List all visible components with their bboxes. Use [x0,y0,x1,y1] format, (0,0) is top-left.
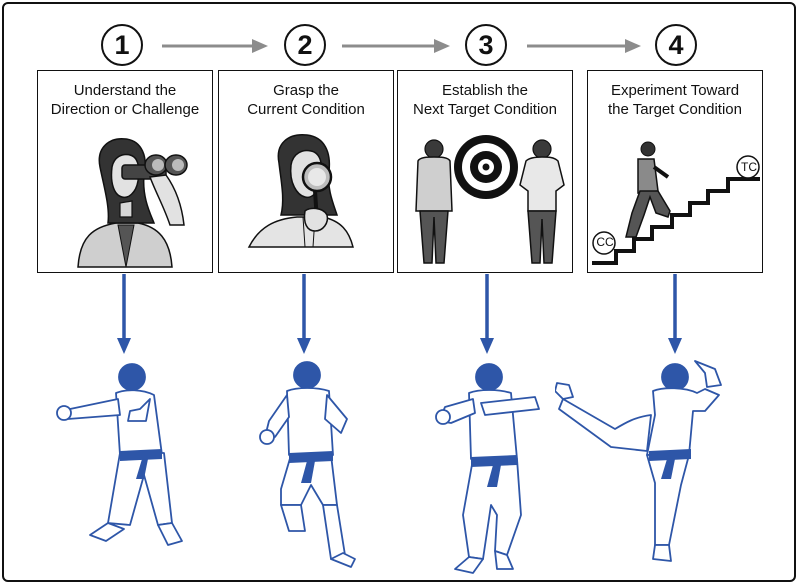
person-with-magnifier-icon [247,134,354,248]
step-4-number: 4 [655,24,697,66]
step-2-panel: Grasp the Current Condition [218,70,394,273]
step-1-title: Understand the Direction or Challenge [50,82,200,118]
person-with-binoculars-icon [77,138,188,268]
stair-start-label: CC [596,235,614,249]
step-1-number: 1 [101,24,143,66]
stair-end-label: TC [741,160,757,174]
step-connector-arrow-icon [162,39,268,53]
step-2-title: Grasp the Current Condition [247,82,365,118]
step-4-title: Experiment Toward the Target Condition [608,82,742,118]
step-2-number: 2 [284,24,326,66]
down-arrow-icon [117,274,131,354]
karate-fighter-punch-icon [56,363,183,546]
step-3-number: 3 [465,24,507,66]
karate-fighter-block-icon [435,363,540,574]
step-3-panel: Establish the Next Target Condition [397,70,573,273]
karate-fighter-high-kick-icon [555,360,722,562]
people-with-target-icon [415,135,565,264]
person-climbing-stairs-icon [592,141,760,265]
down-arrow-icon [668,274,682,354]
step-1-panel: Understand the Direction or Challenge [37,70,213,273]
step-connector-arrow-icon [342,39,450,53]
step-connector-arrow-icon [527,39,641,53]
karate-fighter-knee-raise-icon [259,361,356,568]
step-3-title: Establish the Next Target Condition [413,82,557,118]
down-arrow-icon [297,274,311,354]
down-arrow-icon [480,274,494,354]
step-4-panel: Experiment Toward the Target Condition C… [587,70,763,273]
